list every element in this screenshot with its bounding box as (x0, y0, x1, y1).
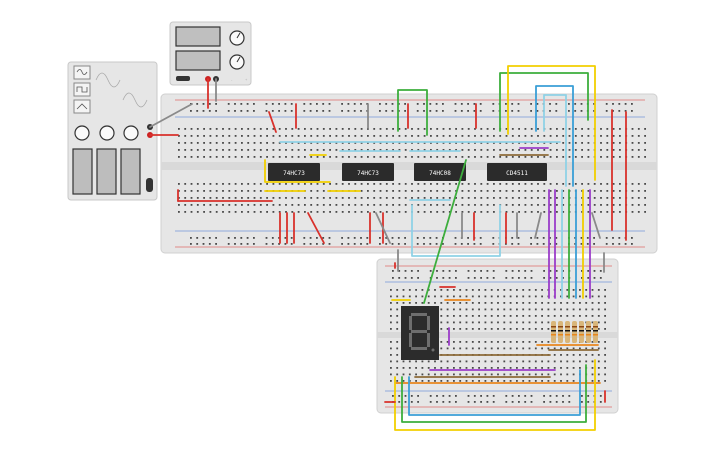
resistor[interactable] (565, 321, 570, 343)
minus-label: - (231, 77, 233, 82)
wire-yellow[interactable] (507, 65, 596, 181)
wire-gray[interactable] (375, 212, 391, 244)
segments (409, 313, 435, 352)
output-switch[interactable] (146, 178, 153, 192)
main-breadboard[interactable] (160, 93, 658, 254)
wire-red[interactable] (307, 212, 325, 244)
display-digit: 8 (0, 0, 1, 1)
resistor[interactable] (551, 321, 556, 343)
current-readout (175, 50, 221, 71)
function-generator[interactable] (67, 61, 158, 201)
secondary-breadboard[interactable] (376, 258, 619, 414)
resistor-array[interactable] (551, 321, 598, 343)
resistor[interactable] (593, 321, 598, 343)
voltage-readout (175, 26, 221, 47)
resistor[interactable] (572, 321, 577, 343)
wire-lightblue[interactable] (411, 204, 501, 257)
wire-red[interactable] (268, 111, 277, 133)
wave-preview (95, 72, 121, 88)
display-panel-2 (96, 148, 117, 195)
wire-green[interactable] (423, 159, 467, 304)
plus-label: + (245, 77, 248, 82)
wire-yellow[interactable] (394, 359, 596, 431)
chip-label-u2: 74HC73 (357, 170, 379, 177)
chip-label-u4: CD4511 (506, 170, 528, 177)
offset-knob[interactable] (123, 125, 139, 141)
power-switch[interactable] (176, 76, 190, 81)
amplitude-knob[interactable] (99, 125, 115, 141)
wire-green[interactable] (397, 89, 428, 136)
chip-label-u1: 74HC73 (283, 170, 305, 177)
ic-chip-u3[interactable]: 74HC08 (414, 163, 466, 181)
chip-label-u3: 74HC08 (429, 170, 451, 177)
seven-segment-display[interactable]: 8 (0, 0, 439, 360)
ic-chip-u1[interactable]: 74HC73 (268, 163, 320, 181)
wire-gray[interactable] (149, 103, 193, 128)
resistor[interactable] (558, 321, 563, 343)
wire-green[interactable] (499, 72, 589, 132)
resistor[interactable] (586, 321, 591, 343)
wires[interactable] (149, 65, 627, 431)
power-supply[interactable]: - + (169, 21, 252, 86)
wire-green[interactable] (401, 364, 587, 423)
display-panel-3 (120, 148, 141, 195)
frequency-knob[interactable] (74, 125, 90, 141)
display-panel-1 (72, 148, 93, 195)
wire-yellow[interactable] (264, 159, 331, 183)
resistor[interactable] (579, 321, 584, 343)
wire-lightblue[interactable] (543, 94, 567, 187)
wire-gray[interactable] (591, 212, 601, 239)
center-channel (161, 162, 657, 170)
ic-chip-u4[interactable]: CD4511 (487, 163, 547, 181)
wire-gray[interactable] (534, 212, 542, 239)
wire-blue[interactable] (535, 85, 574, 187)
ic-chip-u2[interactable]: 74HC73 (342, 163, 394, 181)
wire-blue[interactable] (408, 369, 581, 416)
triangle-icon[interactable] (73, 99, 91, 114)
